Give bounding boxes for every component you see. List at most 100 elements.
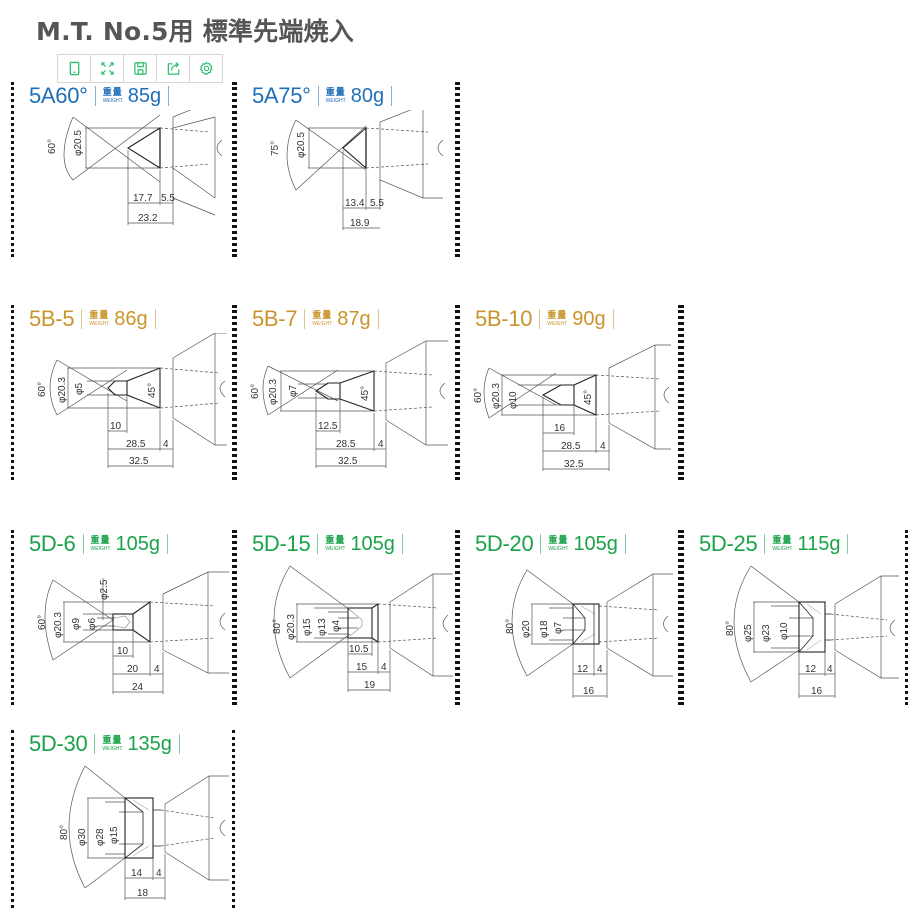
svg-text:16: 16	[554, 423, 566, 434]
weight-value: 90g	[572, 307, 606, 330]
svg-text:10: 10	[110, 421, 122, 432]
save-button[interactable]	[124, 55, 157, 82]
svg-text:5.5: 5.5	[370, 198, 384, 209]
svg-text:4: 4	[156, 868, 162, 879]
svg-text:32.5: 32.5	[564, 459, 584, 470]
tip-drawing: 60° φ20.3 φ10 45° 16 28.5 4 32.5	[473, 344, 671, 471]
svg-text:φ28: φ28	[95, 828, 106, 846]
svg-text:32.5: 32.5	[129, 456, 149, 467]
svg-text:4: 4	[827, 664, 833, 675]
svg-text:60°: 60°	[47, 139, 58, 154]
model-name: 5A60°	[29, 83, 88, 108]
svg-text:45°: 45°	[360, 386, 371, 401]
weight-value: 105g	[350, 532, 395, 555]
svg-text:12: 12	[577, 664, 589, 675]
fullscreen-button[interactable]	[91, 55, 124, 82]
tip-drawing: 80° φ25 φ23 φ10 12 4 16	[725, 565, 899, 698]
svg-text:45°: 45°	[583, 390, 594, 405]
svg-text:17.7: 17.7	[133, 193, 153, 204]
svg-text:28.5: 28.5	[336, 439, 356, 450]
model-name: 5D-30	[29, 731, 88, 756]
model-name: 5B-5	[29, 306, 75, 331]
svg-text:16: 16	[583, 686, 595, 697]
settings-button[interactable]	[190, 55, 222, 82]
svg-text:4: 4	[600, 441, 606, 452]
svg-text:12: 12	[805, 664, 817, 675]
weight-value: 105g	[115, 532, 161, 555]
svg-text:18: 18	[137, 888, 149, 899]
svg-text:φ7: φ7	[553, 622, 564, 634]
image-toolbar	[57, 54, 223, 83]
svg-text:φ20.5: φ20.5	[296, 132, 307, 158]
model-name: 5D-25	[699, 531, 758, 556]
svg-text:φ15: φ15	[302, 618, 313, 636]
tablet-view-button[interactable]	[58, 55, 91, 82]
weight-value: 85g	[127, 84, 162, 107]
svg-text:φ7: φ7	[288, 385, 299, 397]
svg-text:φ13: φ13	[317, 618, 328, 636]
svg-text:60°: 60°	[473, 388, 484, 403]
share-icon	[167, 61, 179, 75]
share-button[interactable]	[157, 55, 190, 82]
svg-text:φ25: φ25	[743, 624, 754, 642]
svg-text:φ20.3: φ20.3	[286, 614, 297, 640]
page-title: M.T. No.5用 標準先端焼入	[36, 17, 354, 46]
svg-text:12.5: 12.5	[318, 421, 338, 432]
weight-value: 80g	[350, 84, 385, 107]
svg-text:13.4: 13.4	[345, 198, 365, 209]
svg-text:4: 4	[381, 662, 387, 673]
svg-text:80°: 80°	[505, 619, 516, 634]
weight-value: 86g	[114, 307, 148, 330]
tip-drawing: 60° φ20.3 φ7 45° 12.5 28.5 4 32.5	[250, 340, 448, 468]
svg-text:28.5: 28.5	[126, 439, 146, 450]
tip-drawing: 60° φ20.3 φ5 45° 10 28.5 4 32.5	[37, 333, 227, 468]
gear-icon	[199, 61, 213, 76]
svg-text:φ30: φ30	[77, 828, 88, 846]
svg-text:φ5: φ5	[74, 383, 85, 395]
svg-text:14: 14	[131, 868, 143, 879]
svg-text:60°: 60°	[37, 615, 48, 630]
svg-text:80°: 80°	[725, 621, 736, 636]
svg-text:φ20.5: φ20.5	[73, 130, 84, 156]
expand-icon	[100, 62, 114, 75]
svg-text:φ20.3: φ20.3	[268, 379, 279, 405]
model-name: 5D-20	[475, 531, 534, 556]
svg-text:φ9: φ9	[71, 618, 82, 630]
svg-text:φ20.3: φ20.3	[491, 383, 502, 409]
svg-text:45°: 45°	[147, 383, 158, 398]
model-name: 5B-10	[475, 306, 533, 331]
svg-text:32.5: 32.5	[338, 456, 358, 467]
svg-text:28.5: 28.5	[561, 441, 581, 452]
svg-text:4: 4	[597, 664, 603, 675]
floppy-disk-icon	[133, 62, 147, 75]
svg-text:φ23: φ23	[761, 624, 772, 642]
svg-text:80°: 80°	[59, 825, 70, 840]
tip-drawing: 75° φ20.5 13.4 5.5 18.9	[270, 110, 444, 230]
svg-text:24: 24	[132, 682, 144, 693]
model-name: 5A75°	[252, 83, 311, 108]
